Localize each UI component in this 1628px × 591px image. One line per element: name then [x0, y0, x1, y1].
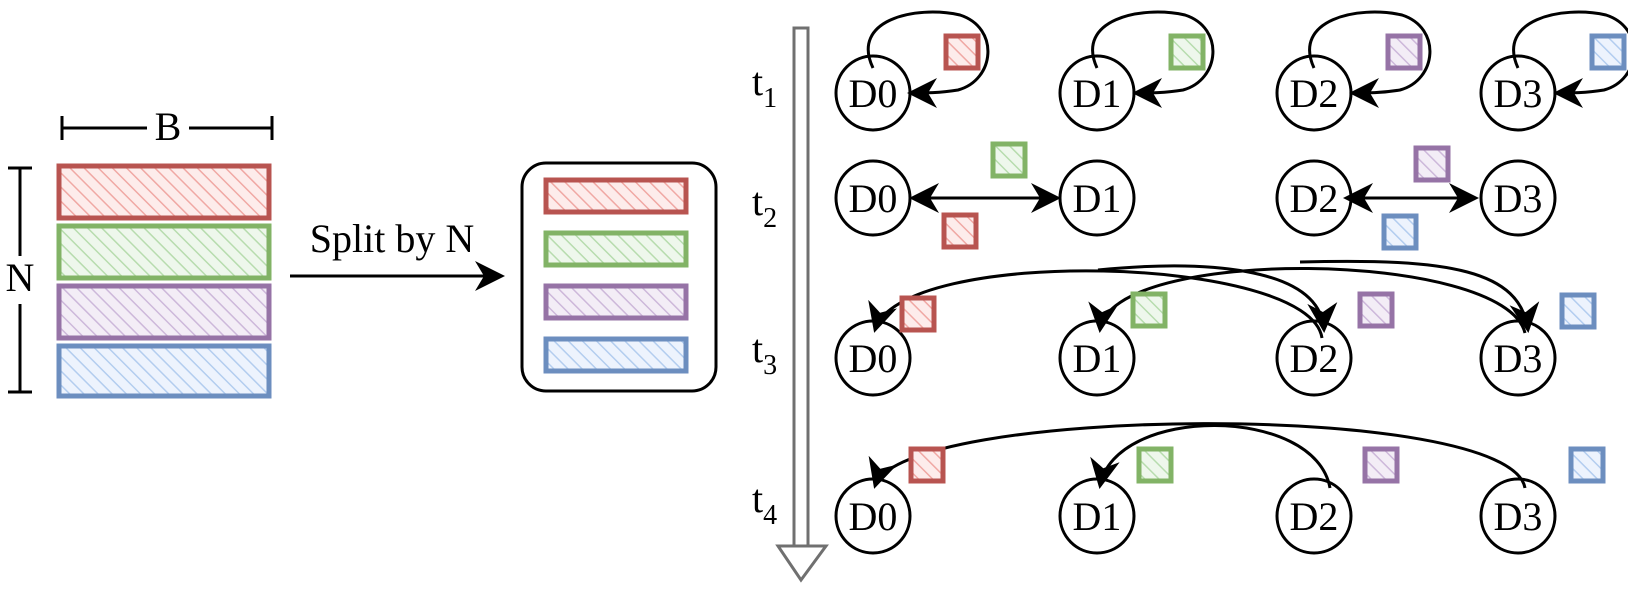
split-chunk-blue	[543, 336, 689, 374]
node-label: D2	[1290, 176, 1339, 221]
self-loop-d1	[1091, 10, 1215, 108]
chunk-squares	[899, 33, 1627, 484]
time-prefix: t	[752, 326, 763, 371]
height-dimension: N	[2, 166, 38, 394]
node-d3-t4: D3	[1479, 477, 1557, 555]
node-label: D0	[849, 336, 898, 381]
chunk-square-blue	[1381, 213, 1419, 251]
node-label: D2	[1290, 336, 1339, 381]
time-label-t2: t2	[752, 179, 777, 234]
node-label: D3	[1494, 336, 1543, 381]
time-label-t1: t1	[752, 59, 777, 114]
split-chunk-purple	[543, 283, 689, 321]
chunk-square-red	[908, 446, 946, 484]
node-d1-t3: D1	[1058, 319, 1136, 397]
node-d1-t4: D1	[1058, 477, 1136, 555]
svg-text:t2: t2	[752, 179, 777, 234]
svg-text:t1: t1	[752, 59, 777, 114]
split-chunk-red	[543, 177, 689, 215]
width-label: B	[155, 104, 182, 149]
node-d1-t2: D1	[1058, 159, 1136, 237]
split-caption: Split by N	[310, 216, 474, 261]
svg-text:t3: t3	[752, 326, 777, 381]
node-d0-t2: D0	[834, 159, 912, 237]
node-label: D1	[1073, 494, 1122, 539]
transfer-t3-d1-d3	[1299, 259, 1540, 333]
full-tensor: B N	[2, 104, 274, 399]
split-chunk-green	[543, 230, 689, 268]
self-loop-d0	[866, 10, 990, 108]
node-d3-t3: D3	[1479, 319, 1557, 397]
node-d2-t4: D2	[1275, 477, 1353, 555]
time-subscript: 1	[763, 83, 777, 114]
chunk-purple	[56, 283, 272, 341]
node-label: D0	[849, 71, 898, 116]
node-label: D3	[1494, 71, 1543, 116]
node-d0-t4: D0	[834, 477, 912, 555]
time-subscript: 2	[763, 203, 777, 234]
chunk-square-blue	[1589, 33, 1627, 71]
chunk-square-green	[1136, 446, 1174, 484]
split-arrow: Split by N	[290, 216, 505, 291]
node-label: D1	[1073, 336, 1122, 381]
width-dimension: B	[60, 104, 274, 150]
chunk-square-purple	[1385, 33, 1423, 71]
chunk-green	[56, 223, 272, 281]
node-d1-t1: D1	[1058, 54, 1136, 132]
split-tensor	[520, 161, 718, 393]
time-prefix: t	[752, 59, 763, 104]
chunk-square-blue	[1559, 292, 1597, 330]
svg-text:t4: t4	[752, 476, 777, 531]
time-subscript: 4	[763, 500, 777, 531]
node-label: D2	[1290, 71, 1339, 116]
transfer-t4-d2-d1	[1090, 424, 1332, 489]
node-d3-t2: D3	[1479, 159, 1557, 237]
self-loop-d3	[1512, 10, 1628, 108]
chunk-square-purple	[1357, 291, 1395, 329]
node-label: D0	[849, 494, 898, 539]
timeline-arrow	[775, 26, 829, 583]
self-loop-d2	[1308, 10, 1432, 108]
chunk-square-red	[941, 212, 979, 250]
node-d2-t2: D2	[1275, 159, 1353, 237]
node-label: D0	[849, 176, 898, 221]
time-label-t3: t3	[752, 326, 777, 381]
chunk-square-green	[1168, 33, 1206, 71]
node-label: D3	[1494, 494, 1543, 539]
node-d3-t1: D3	[1479, 54, 1557, 132]
chunk-red	[56, 163, 272, 221]
chunk-square-purple	[1362, 446, 1400, 484]
node-d2-t3: D2	[1275, 319, 1353, 397]
transfer-t4-d3-d0	[868, 422, 1527, 489]
time-label-t4: t4	[752, 476, 777, 531]
node-label: D3	[1494, 176, 1543, 221]
chunk-blue	[56, 343, 272, 399]
time-prefix: t	[752, 476, 763, 521]
chunk-square-red	[899, 295, 937, 333]
chunk-square-blue	[1568, 446, 1606, 484]
time-subscript: 3	[763, 350, 777, 381]
node-label: D2	[1290, 494, 1339, 539]
node-label: D1	[1073, 71, 1122, 116]
time-prefix: t	[752, 179, 763, 224]
chunk-square-green	[990, 141, 1028, 179]
node-d0-t3: D0	[834, 319, 912, 397]
chunk-square-red	[943, 33, 981, 71]
node-label: D1	[1073, 176, 1122, 221]
height-label: N	[6, 255, 35, 300]
transfer-t3-d3-d1	[1088, 267, 1527, 334]
transfer-t3-d0-d2	[1097, 264, 1338, 333]
chunk-square-purple	[1413, 145, 1451, 183]
chunk-square-green	[1130, 291, 1168, 329]
